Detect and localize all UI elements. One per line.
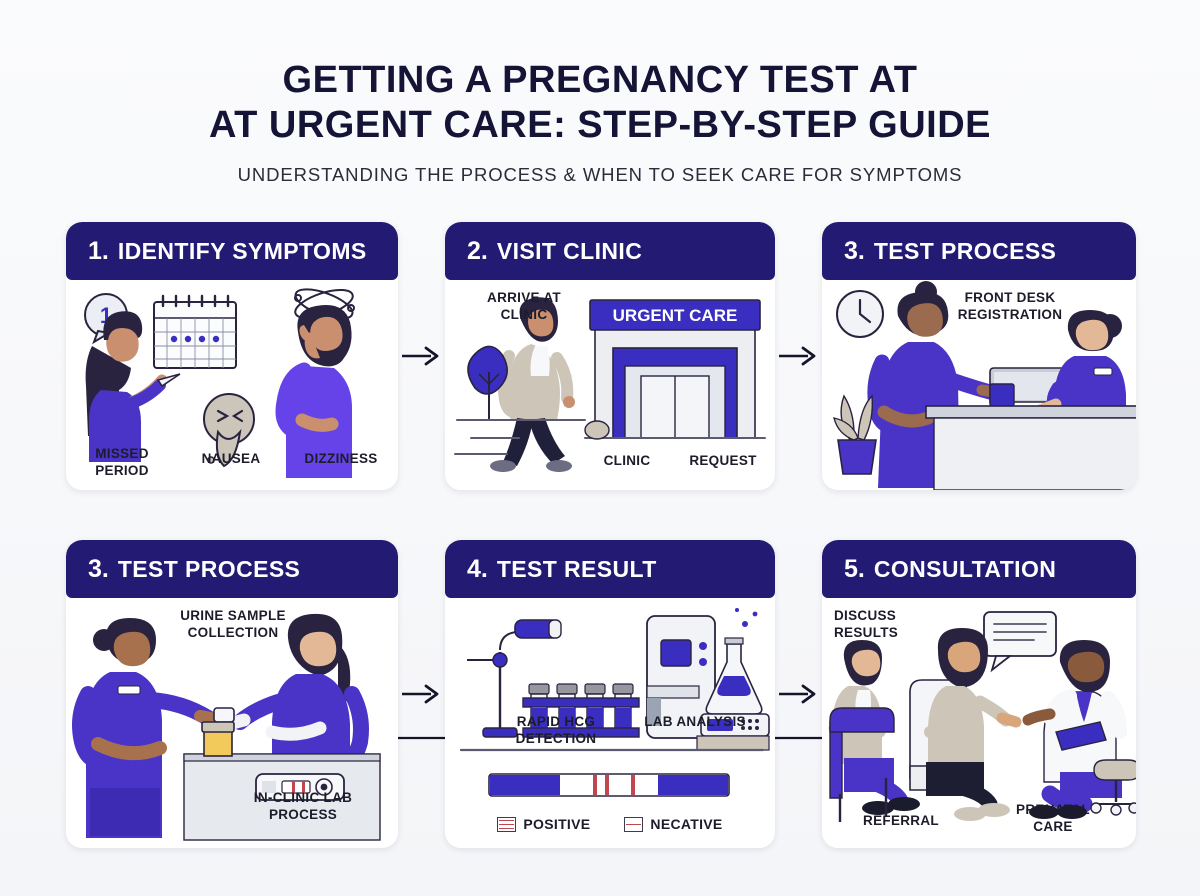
consultation-illustration (828, 611, 1136, 822)
doctor-figure (1022, 640, 1136, 819)
step-number: 4. (467, 554, 488, 583)
step-card-3[interactable]: 3. TEST PROCESS (822, 222, 1136, 490)
step-card-5-header: 4. TEST RESULT (445, 540, 775, 598)
receptionist-figure (1034, 310, 1126, 420)
tree-icon (467, 345, 508, 420)
steps-row-2: 3. TEST PROCESS (66, 540, 1136, 848)
title-line-2: AT URGENT CARE: STEP-BY-STEP GUIDE (209, 103, 991, 146)
walking-woman-figure (490, 297, 575, 472)
legend-label-negative: NECATIVE (650, 816, 723, 832)
step-title: VISIT CLINIC (496, 237, 643, 264)
step-card-1-header: 1. IDENTIFY SYMPTOMS (66, 222, 398, 280)
step-title: TEST RESULT (496, 555, 657, 582)
lab-analyzer-icon (646, 615, 716, 739)
label-nausea: NAUSEA (201, 451, 261, 467)
label-urine-sample-collection: URINE SAMPLE COLLECTION (180, 608, 286, 640)
label-lab-analysis: LAB ANALYSIS (644, 714, 746, 729)
step-title: TEST PROCESS (117, 555, 301, 582)
step-title: TEST PROCESS (873, 237, 1057, 264)
step-number: 3. (88, 554, 109, 583)
urine-sample-cup-icon (201, 721, 235, 757)
label-referral: REFERRAL (863, 813, 939, 829)
urgent-care-sign-text: URGENT CARE (613, 306, 738, 325)
speech-bubble-icon (983, 611, 1057, 673)
step-number: 5. (844, 554, 865, 583)
legend-item-positive: POSITIVE (497, 816, 590, 832)
steps-grid: 1. IDENTIFY SYMPTOMS 1 (66, 222, 1136, 848)
identify-symptoms-illustration: 1 (84, 288, 355, 478)
result-test-strip-icon (488, 773, 730, 797)
step-card-5-body: RAPID HCG DETECTION LAB ANALYSIS POSITIV… (445, 598, 775, 848)
arrow-step1-to-step2 (398, 343, 445, 369)
step-title: IDENTIFY SYMPTOMS (117, 237, 367, 264)
arrow-step5-to-step6 (775, 681, 822, 707)
clinic-building-icon: URGENT CARE (589, 299, 761, 439)
page-title: GETTING A PREGNANCY TEST AT AT URGENT CA… (0, 58, 1200, 148)
header-block: GETTING A PREGNANCY TEST AT AT URGENT CA… (0, 58, 1200, 186)
label-request: REQUEST (689, 453, 757, 469)
lab-stand-icon (467, 619, 562, 738)
flask-icon (696, 608, 770, 751)
nausea-icon (203, 393, 255, 468)
step-card-6-body: DISCUSS RESULTS REFERRAL PRENATAL CARE (822, 598, 1136, 848)
woman-pointing-figure (85, 311, 181, 462)
label-rapid-hcg-detection: RAPID HCG DETECTION (515, 714, 597, 746)
page-subtitle: UNDERSTANDING THE PROCESS & WHEN TO SEEK… (237, 163, 963, 185)
step-card-1-body: 1 (66, 280, 398, 490)
step-number: 1. (88, 236, 109, 265)
plant-icon (833, 394, 877, 475)
step-card-6-header: 5. CONSULTATION (822, 540, 1136, 598)
arrow-step4-to-step5 (398, 681, 445, 707)
legend-label-positive: POSITIVE (523, 816, 591, 832)
label-prenatal-care: PRENATAL CARE (1016, 802, 1090, 835)
step-card-4[interactable]: 3. TEST PROCESS (66, 540, 398, 848)
label-clinic: CLINIC (603, 453, 651, 469)
negative-strip-icon (624, 816, 644, 832)
step-card-3-body: FRONT DESK REGISTRATION (822, 280, 1136, 490)
step-card-2-header: 2. VISIT CLINIC (445, 222, 775, 280)
step-title: CONSULTATION (873, 555, 1057, 582)
test-tube-rack-icon (522, 683, 640, 738)
label-dizziness: DIZZINESS (304, 451, 378, 467)
reception-desk (925, 405, 1136, 490)
positive-strip-icon (497, 816, 517, 832)
test-result-illustration (459, 608, 770, 797)
step-card-5[interactable]: 4. TEST RESULT (445, 540, 775, 848)
urine-sample-illustration (72, 613, 381, 841)
front-desk-illustration (833, 281, 1136, 490)
pregnancy-test-device-icon (255, 773, 345, 801)
step-card-4-body: URINE SAMPLE COLLECTION IN-CLINIC LAB PR… (66, 598, 398, 848)
companion-figure (828, 640, 920, 822)
legend-item-negative: NECATIVE (624, 816, 722, 832)
title-line-1: GETTING A PREGNANCY TEST AT (282, 59, 918, 101)
nurse-left-figure (72, 618, 228, 838)
label-discuss-results: DISCUSS RESULTS (834, 608, 899, 640)
step-number: 3. (844, 236, 865, 265)
label-missed-period: MISSED PERIOD (95, 446, 149, 479)
arrow-step2-to-step3 (775, 343, 822, 369)
label-arrive-at-clinic: ARRIVE AT CLINIC (487, 290, 561, 322)
step-number: 2. (467, 236, 488, 265)
step-card-4-header: 3. TEST PROCESS (66, 540, 398, 598)
step-card-2[interactable]: 2. VISIT CLINIC URGENT CARE (445, 222, 775, 490)
step-card-3-header: 3. TEST PROCESS (822, 222, 1136, 280)
step-card-6[interactable]: 5. CONSULTATION (822, 540, 1136, 848)
label-front-desk-registration: FRONT DESK REGISTRATION (957, 290, 1063, 322)
visit-clinic-illustration: URGENT CARE (454, 297, 766, 472)
result-legend: POSITIVE NECATIVE (445, 816, 775, 832)
patient-seated-figure (909, 628, 1022, 821)
sample-cup-handoff-icon (213, 707, 235, 723)
dizziness-figure (275, 288, 355, 478)
step-card-1[interactable]: 1. IDENTIFY SYMPTOMS 1 (66, 222, 398, 490)
label-in-clinic-lab-process: IN-CLINIC LAB PROCESS (253, 790, 353, 823)
clock-icon (836, 290, 884, 338)
steps-row-1: 1. IDENTIFY SYMPTOMS 1 (66, 222, 1136, 490)
step-card-2-body: URGENT CARE (445, 280, 775, 490)
calendar-icon (153, 294, 237, 369)
